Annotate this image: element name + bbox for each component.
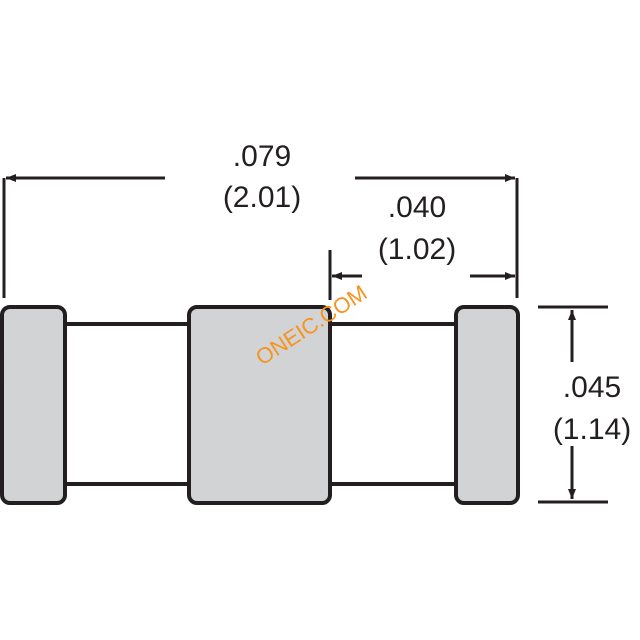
left-terminal xyxy=(0,305,67,505)
overall-length-inch: .079 xyxy=(233,140,291,173)
center-terminal xyxy=(187,305,332,505)
connector-band-right xyxy=(326,322,460,486)
right-terminal xyxy=(454,305,520,505)
height-inch: .045 xyxy=(563,371,621,404)
pitch-inch: .040 xyxy=(388,191,446,224)
height-mm: (1.14) xyxy=(553,413,631,446)
overall-length-mm: (2.01) xyxy=(223,181,301,214)
pitch-mm: (1.02) xyxy=(378,233,456,266)
connector-band-left xyxy=(62,322,192,486)
